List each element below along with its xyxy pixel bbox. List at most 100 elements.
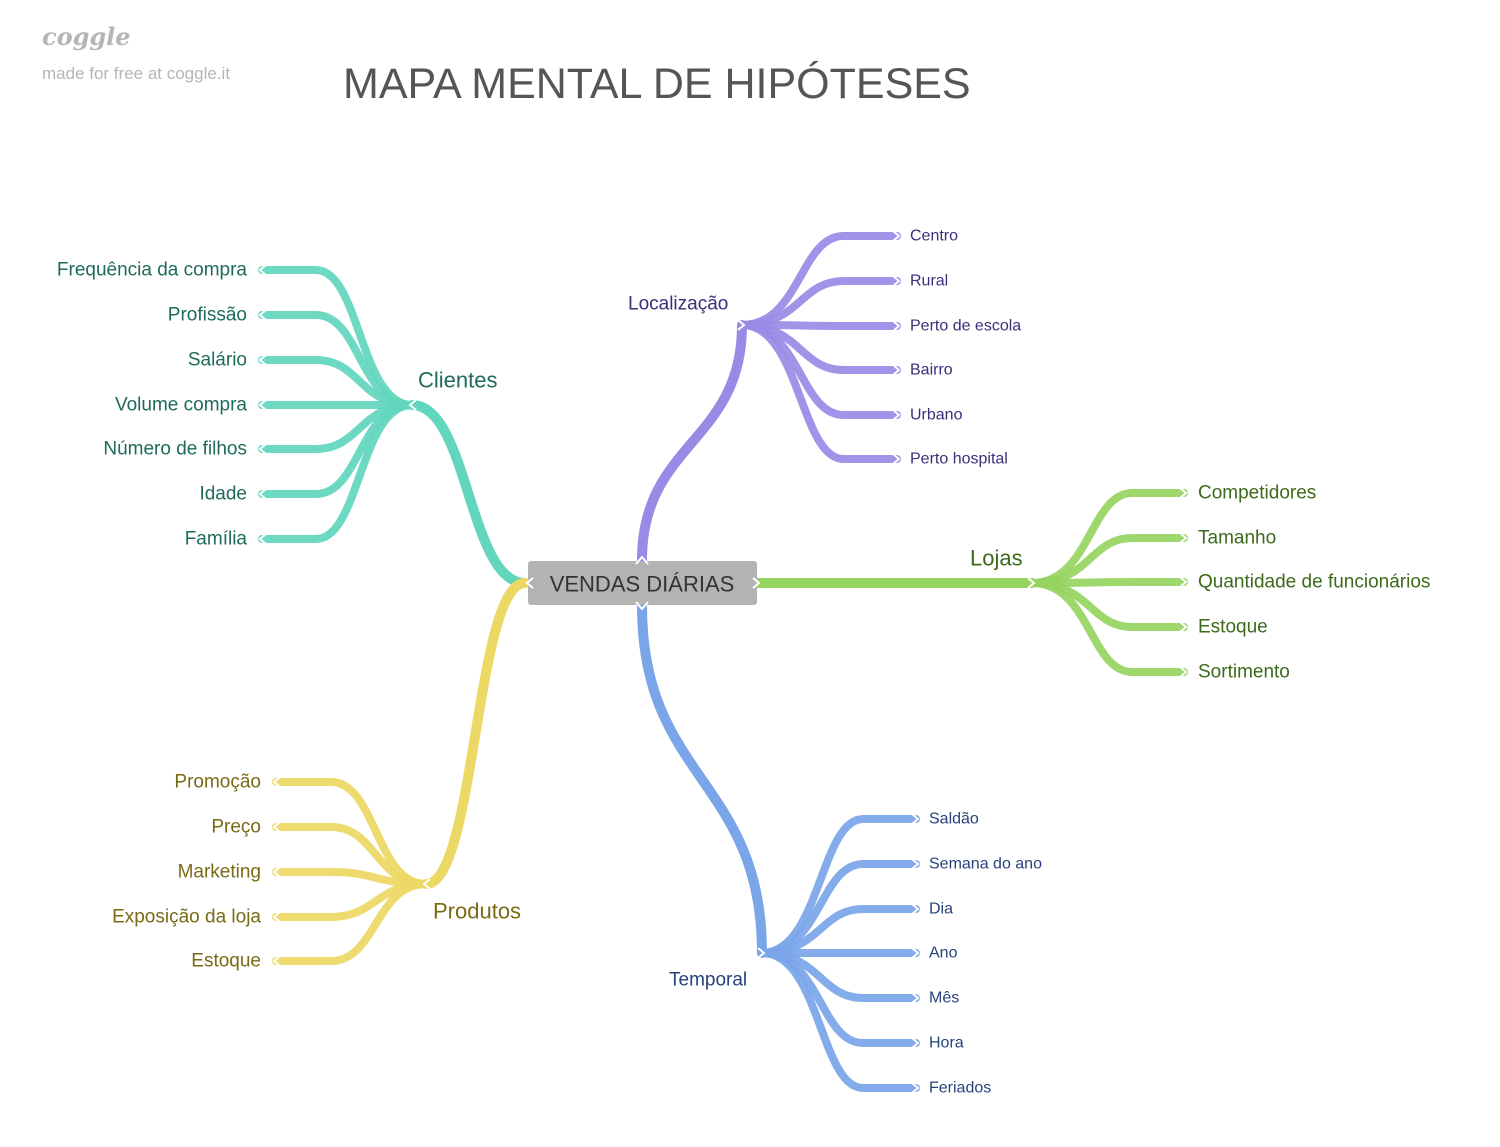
lojas-item-competidores: Competidores	[1198, 483, 1316, 504]
connector-end-chevron	[258, 354, 267, 366]
center-node-box	[528, 561, 757, 605]
branch-label-localizacao: Localização	[628, 294, 728, 315]
hub-chevron	[408, 399, 417, 411]
lojas-item-sortimento: Sortimento	[1198, 662, 1290, 683]
localizacao-trunk	[637, 320, 747, 565]
connector-end-chevron	[892, 230, 901, 242]
connector-end-chevron	[258, 443, 267, 455]
lojas-connector	[1028, 579, 1188, 676]
clientes-item-salario: Salário	[188, 350, 247, 371]
connector-end-chevron	[911, 903, 920, 915]
connector-end-chevron	[258, 488, 267, 500]
produtos-item-estoque: Estoque	[191, 951, 261, 972]
temporal-connector	[758, 815, 920, 957]
temporal-item-feriados: Feriados	[929, 1080, 991, 1097]
produtos-item-promocao: Promoção	[174, 772, 261, 793]
clientes-item-idade: Idade	[199, 484, 247, 505]
temporal-connector	[758, 905, 920, 957]
center-node: VENDAS DIÁRIAS	[525, 555, 761, 611]
branch-label-produtos: Produtos	[433, 899, 521, 924]
produtos-item-preco: Preço	[211, 817, 261, 838]
connector-end-chevron	[272, 911, 281, 923]
temporal-item-saldao: Saldão	[929, 811, 979, 828]
produtos-item-exposicao-da-loja: Exposição da loja	[112, 907, 261, 928]
connector-end-chevron	[892, 364, 901, 376]
watermark-tagline: made for free at coggle.it	[42, 64, 231, 83]
temporal-item-ano: Ano	[929, 945, 958, 962]
connector-end-chevron	[892, 275, 901, 287]
connector-end-chevron	[892, 409, 901, 421]
connector-end-chevron	[911, 947, 920, 959]
connector-end-chevron	[272, 821, 281, 833]
hub-chevron	[1027, 577, 1036, 589]
localizacao-item-perto-hospital: Perto hospital	[910, 451, 1008, 468]
hub-chevron	[737, 319, 746, 331]
clientes-item-familia: Família	[185, 529, 248, 550]
branch-label-clientes: Clientes	[418, 368, 497, 393]
branch-lojas	[753, 487, 1188, 678]
lojas-item-tamanho: Tamanho	[1198, 528, 1276, 549]
connector-end-chevron	[911, 1037, 920, 1049]
clientes-item-profissao: Profissão	[168, 305, 247, 326]
connector-end-chevron	[258, 264, 267, 276]
connector-end-chevron	[911, 1082, 920, 1094]
connector-end-chevron	[911, 992, 920, 1004]
connector-end-chevron	[272, 866, 281, 878]
center-right-chevron	[752, 577, 761, 589]
branch-produtos	[272, 578, 530, 967]
connector-end-chevron	[258, 533, 267, 545]
branch-label-temporal: Temporal	[669, 970, 747, 991]
connector-end-chevron	[272, 955, 281, 967]
clientes-connector	[258, 356, 416, 409]
localizacao-item-urbano: Urbano	[910, 407, 963, 424]
connector-end-chevron	[892, 320, 901, 332]
temporal-connector	[758, 949, 920, 1092]
localizacao-item-rural: Rural	[910, 273, 948, 290]
page-title: MAPA MENTAL DE HIPÓTESES	[343, 60, 971, 108]
localizacao-item-perto-de-escola: Perto de escola	[910, 318, 1021, 335]
connector-end-chevron	[258, 399, 267, 411]
temporal-item-hora: Hora	[929, 1035, 964, 1052]
connector-end-chevron	[911, 813, 920, 825]
branch-localizacao	[637, 230, 901, 565]
temporal-item-mes: Mês	[929, 990, 959, 1007]
lojas-connector	[1028, 534, 1188, 587]
connector-end-chevron	[1179, 621, 1188, 633]
temporal-item-semana-do-ano: Semana do ano	[929, 856, 1042, 873]
produtos-item-marketing: Marketing	[178, 862, 261, 883]
center-node-label: VENDAS DIÁRIAS	[550, 572, 735, 597]
localizacao-connector	[738, 277, 901, 329]
clientes-item-numero-de-filhos: Número de filhos	[103, 439, 247, 460]
lojas-item-estoque: Estoque	[1198, 617, 1268, 638]
connector-end-chevron	[1179, 532, 1188, 544]
center-bottom-chevron	[635, 601, 649, 611]
connector-end-chevron	[1179, 576, 1188, 588]
hub-chevron	[422, 878, 431, 890]
temporal-item-dia: Dia	[929, 901, 953, 918]
localizacao-connector	[738, 321, 901, 463]
clientes-connector	[258, 266, 416, 409]
clientes-connector	[258, 401, 416, 543]
localizacao-item-centro: Centro	[910, 228, 958, 245]
branch-temporal	[637, 601, 920, 1094]
connector-end-chevron	[1179, 666, 1188, 678]
produtos-trunk	[421, 578, 530, 889]
center-left-chevron	[525, 577, 534, 589]
branch-clientes	[258, 264, 530, 588]
coggle-logo: coggle	[42, 22, 131, 51]
connector-end-chevron	[1179, 487, 1188, 499]
branch-label-lojas: Lojas	[970, 546, 1023, 571]
clientes-item-volume-compra: Volume compra	[115, 395, 247, 416]
clientes-item-frequencia-da-compra: Frequência da compra	[57, 260, 248, 281]
connector-end-chevron	[258, 309, 267, 321]
produtos-connector	[272, 880, 430, 965]
lojas-item-quantidade-de-funcionarios: Quantidade de funcionários	[1198, 572, 1430, 593]
connector-end-chevron	[911, 858, 920, 870]
connector-end-chevron	[892, 453, 901, 465]
clientes-trunk	[407, 400, 530, 588]
localizacao-item-bairro: Bairro	[910, 362, 953, 379]
connector-end-chevron	[272, 776, 281, 788]
center-top-chevron	[635, 555, 649, 565]
temporal-trunk	[637, 601, 767, 958]
